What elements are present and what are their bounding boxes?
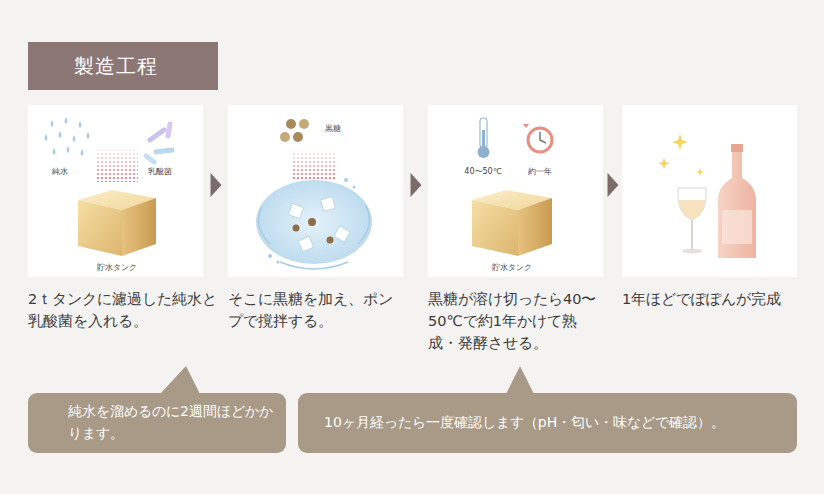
illustration-label: 貯水タンク bbox=[492, 262, 532, 273]
process-step: 2ｔタンクに濾過した純水と乳酸菌を入れる。 bbox=[28, 105, 231, 277]
step-caption: 黒糖が溶け切ったら40〜50℃で約1年かけて熟成・発酵させる。 bbox=[428, 289, 602, 354]
connector bbox=[211, 173, 222, 197]
illustration-label: 40〜50℃ bbox=[464, 166, 501, 177]
process-step: 1年ほどでぽぽんが完成 bbox=[622, 105, 812, 277]
chevron-arrow bbox=[211, 173, 222, 197]
connector bbox=[608, 173, 619, 197]
connector bbox=[411, 173, 422, 197]
illustration-label: 約一年 bbox=[528, 166, 552, 177]
process-step: そこに黒糖を加え、ポンプで撹拌する。 bbox=[228, 105, 406, 277]
title-banner: 製造工程 bbox=[28, 42, 218, 90]
illustration-label: 乳酸菌 bbox=[148, 166, 172, 177]
illustration-label: 純水 bbox=[52, 166, 68, 177]
step-caption: 2ｔタンクに濾過した純水と乳酸菌を入れる。 bbox=[28, 289, 227, 333]
title-text: 製造工程 bbox=[74, 53, 158, 80]
illustration-label: 貯水タンク bbox=[97, 262, 137, 273]
callout-text: 純水を溜めるのに2週間ほどかかります。 bbox=[68, 401, 274, 444]
callout-box: 10ヶ月経ったら一度確認します（pH・匂い・味などで確認）。 bbox=[298, 393, 797, 453]
chevron-arrow bbox=[608, 173, 619, 197]
chevron-arrow bbox=[411, 173, 422, 197]
callout-box: 純水を溜めるのに2週間ほどかかります。 bbox=[28, 393, 286, 453]
step-caption: そこに黒糖を加え、ポンプで撹拌する。 bbox=[228, 289, 402, 333]
process-step: 黒糖が溶け切ったら40〜50℃で約1年かけて熟成・発酵させる。 bbox=[428, 105, 606, 277]
step-caption: 1年ほどでぽぽんが完成 bbox=[622, 289, 808, 311]
callout-text: 10ヶ月経ったら一度確認します（pH・匂い・味などで確認）。 bbox=[324, 412, 725, 434]
illustration-label: 黒糖 bbox=[325, 123, 341, 134]
